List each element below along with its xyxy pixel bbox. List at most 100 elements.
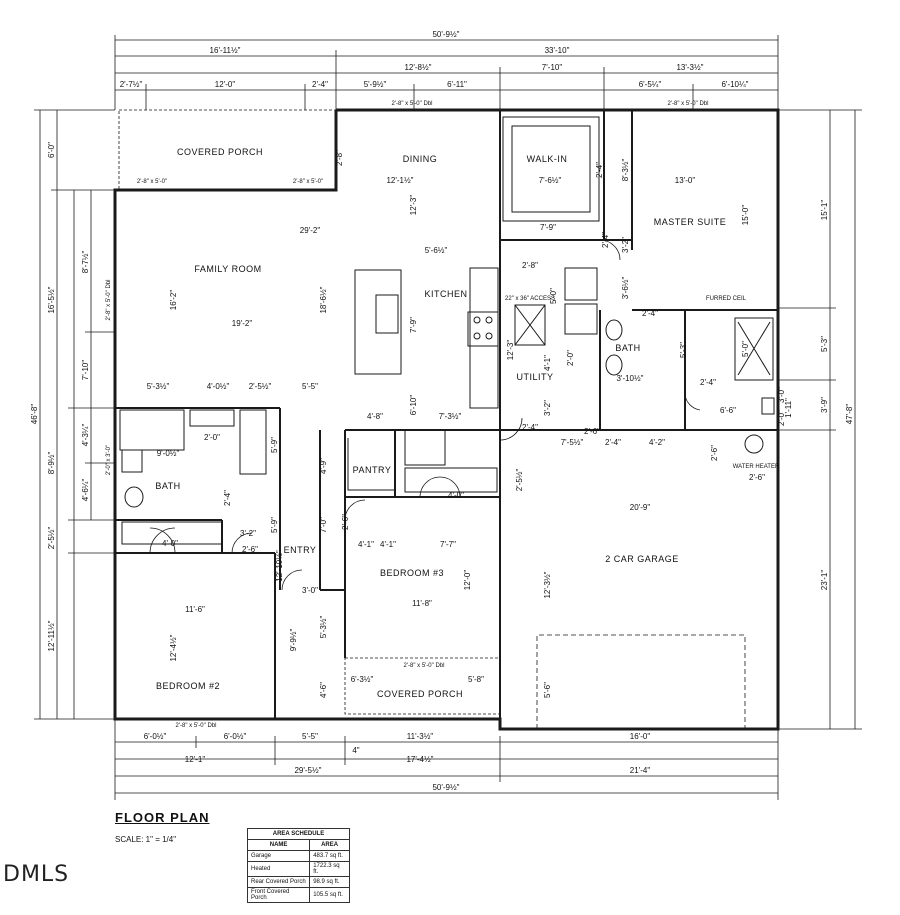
- dim-mb-e: 2'-4": [700, 378, 716, 387]
- hall-bath-fixtures: [119, 409, 267, 545]
- dim-bottom-1: 6'-0½": [144, 732, 167, 741]
- label-porch-door-right: 2'-8" x 5'-0": [293, 179, 323, 185]
- dim-mid-d: 5'-5": [302, 382, 318, 391]
- room-master-suite: MASTER SUITE: [654, 217, 727, 227]
- dim-u-a: 2'-8": [522, 261, 538, 270]
- door-window-labels: 2'-8" x 5'-0" Dbl 2'-8" x 5'-0" Dbl 2'-8…: [106, 101, 708, 729]
- dim-left-b: 16'-5½": [47, 286, 56, 313]
- dim-mid-a: 5'-3½": [147, 382, 170, 391]
- dim-t-i: 6'-5¼": [639, 80, 662, 89]
- door-swings: [149, 239, 701, 591]
- dim-ms-d: 2'-6": [584, 427, 600, 436]
- dim-b2-h: 12'-4½": [169, 634, 178, 661]
- dim-u-d: 4'-1": [543, 355, 552, 371]
- dim-b3-b: 4'-1": [380, 540, 396, 549]
- area-header-name: NAME: [246, 839, 311, 851]
- room-covered-porch-front: COVERED PORCH: [377, 689, 463, 699]
- area-schedule-table: AREA SCHEDULE NAME AREA Garage 483.7 sq …: [246, 828, 350, 903]
- dim-g-h: 12'-3½": [543, 571, 552, 598]
- dim-left-g: 4'-6¼": [81, 479, 90, 502]
- dim-mb-f: 6'-6": [720, 406, 736, 415]
- dim-g-b: 7'-5½": [561, 438, 584, 447]
- dim-k-f: 7'-3½": [439, 412, 462, 421]
- dim-entry-c: 3'-0": [302, 586, 318, 595]
- room-dining: DINING: [403, 154, 438, 164]
- dim-overall-top: 50'-9½": [432, 30, 459, 39]
- dim-t-g: 5'-9½": [364, 80, 387, 89]
- dim-u-f: 3'-2": [543, 400, 552, 416]
- dim-u-g: 2'-4": [522, 423, 538, 432]
- dim-k-d: 6'-10": [409, 395, 418, 416]
- master-bath-fixtures: [605, 317, 775, 454]
- room-garage: 2 CAR GARAGE: [605, 554, 679, 564]
- dim-ms-h: 15'-0": [741, 205, 750, 226]
- dim-bottom-9: 29'-5½": [294, 766, 321, 775]
- area-value: 1722.3 sq ft.: [309, 861, 350, 877]
- dim-b3-d: 5'-3½": [319, 616, 328, 639]
- dim-g-a: 5'-6": [543, 682, 552, 698]
- dim-u-c: 12'-3": [506, 340, 515, 361]
- dim-g-d: 4'-2": [649, 438, 665, 447]
- dim-bottom-6: 4": [352, 746, 359, 755]
- label-top-dbl-left: 2'-8" x 5'-0" Dbl: [392, 101, 433, 107]
- room-labels: COVERED PORCH DINING WALK-IN MASTER SUIT…: [155, 147, 727, 699]
- dim-t-d: 12'-8½": [404, 63, 431, 72]
- dim-fp-b: 5'-8": [468, 675, 484, 684]
- dim-mb-i: 1'-11": [784, 398, 793, 418]
- dim-mb-j: 2'-0": [777, 410, 786, 426]
- dim-ms-a: 8'-3½": [621, 159, 630, 182]
- area-name: Rear Covered Porch: [246, 876, 311, 888]
- dim-b3-f: 2'-6": [341, 514, 350, 530]
- dim-left-i: 12'-11½": [47, 620, 56, 651]
- dim-wh: 2'-6": [749, 473, 765, 482]
- dim-walkin-w: 7'-6½": [539, 176, 562, 185]
- room-family-room: FAMILY ROOM: [194, 264, 261, 274]
- dim-top-left: 16'-11½": [210, 46, 241, 55]
- dim-t-j: 6'-10¼": [721, 80, 748, 89]
- dim-wi-a: 2'-4": [595, 162, 604, 178]
- dim-bottom-10: 21'-4": [630, 766, 651, 775]
- dim-t-a: 2'-7½": [120, 80, 143, 89]
- annotations: 22" x 36" ACCESS WATER HEATER FURRED CEI…: [505, 296, 780, 470]
- dim-right-d: 23'-1": [820, 570, 829, 591]
- dim-top-right: 33'-10": [545, 46, 570, 55]
- dim-left-overall: 46'-8": [30, 404, 39, 425]
- label-b2-window: 2'-8" x 5'-0" Dbl: [176, 723, 217, 729]
- dimension-labels: 50'-9½" 16'-11½" 33'-10" 2'-7½" 12'-0" 2…: [30, 30, 854, 792]
- dim-left-e: 8'-9½": [47, 452, 56, 475]
- room-bedroom-2: BEDROOM #2: [156, 681, 220, 691]
- area-header-area: AREA: [309, 839, 350, 851]
- dim-bottom-8: 16'-0": [630, 732, 651, 741]
- walk-in-shelves: [502, 116, 600, 222]
- dim-mb-g: 5'-0": [741, 341, 750, 357]
- room-utility: UTILITY: [516, 372, 553, 382]
- dim-bath-a: 9'-0½": [157, 449, 180, 458]
- dim-b3-a: 4'-1": [358, 540, 374, 549]
- dim-fr-h: 16'-2": [169, 290, 178, 311]
- dim-mb-h: 3'-0": [777, 387, 786, 403]
- dim-ms-b: 2'-4": [601, 232, 610, 248]
- label-fr-side-door: 2'-8" x 5'-0" Dbl: [106, 280, 112, 321]
- dim-g-c: 2'-4": [605, 438, 621, 447]
- table-row: Rear Covered Porch 98.9 sq ft.: [246, 876, 350, 888]
- dim-wi-b: 2'-8": [335, 150, 344, 166]
- dim-g-f: 2'-5½": [515, 469, 524, 492]
- dim-mb-d: 3'-10½": [616, 374, 643, 383]
- title-block: FLOOR PLAN SCALE: 1" = 1/4": [115, 810, 255, 844]
- dim-right-a: 15'-1": [820, 200, 829, 221]
- label-b3-window: 2'-8" x 5'-0" Dbl: [404, 663, 445, 669]
- dim-fp-a: 6'-3½": [351, 675, 374, 684]
- table-row: Garage 483.7 sq ft.: [246, 850, 350, 862]
- dim-k-a: 7'-9": [540, 223, 556, 232]
- label-water-heater: WATER HEATER: [733, 464, 780, 470]
- dim-mb-b: 2'-4": [642, 309, 658, 318]
- dim-dining-w: 12'-1½": [386, 176, 413, 185]
- room-bedroom-3: BEDROOM #3: [380, 568, 444, 578]
- dim-b3-g: 4'-0": [448, 491, 464, 500]
- dim-dining-h: 12'-3": [409, 195, 418, 216]
- interior-walls: [115, 110, 778, 729]
- area-name: Front Covered Porch: [246, 887, 311, 903]
- dim-left-c: 8'-7½": [81, 251, 90, 274]
- area-value: 98.9 sq ft.: [309, 876, 350, 888]
- dim-left-h: 2'-5½": [47, 527, 56, 550]
